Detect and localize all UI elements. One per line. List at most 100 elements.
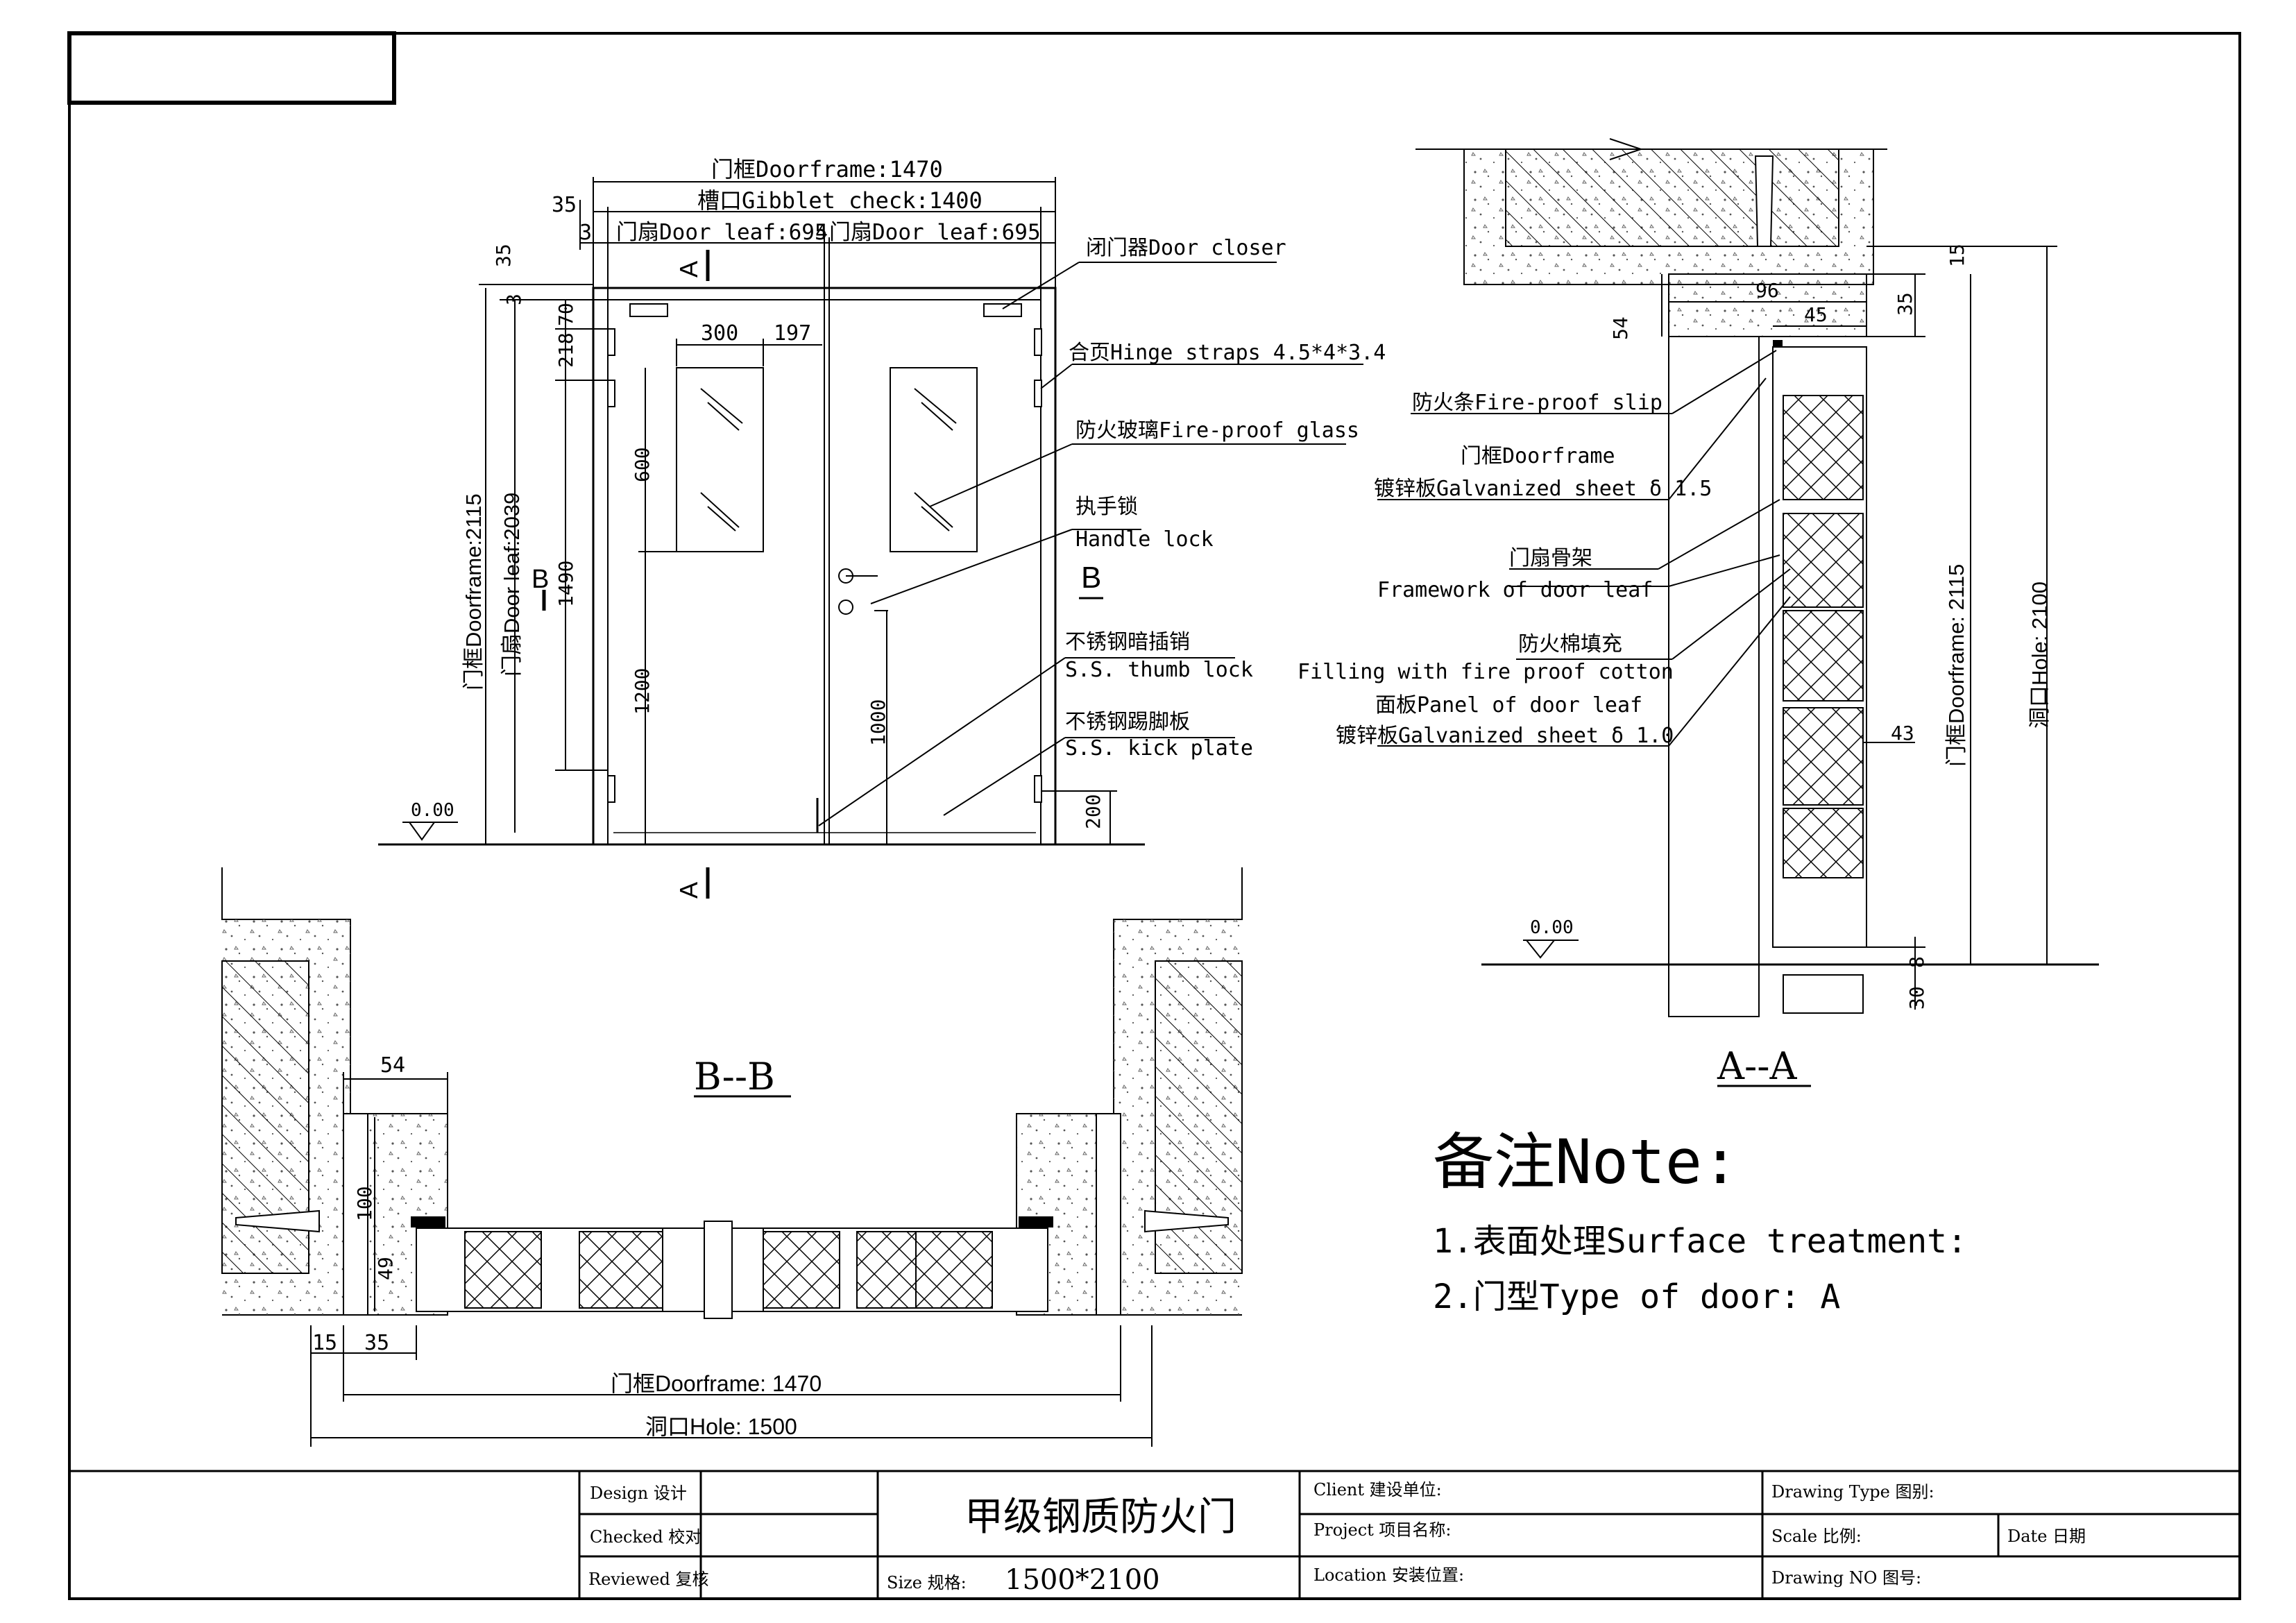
aa-dim-43: 43 [1891, 722, 1914, 745]
dim-1000: 1000 [867, 699, 890, 746]
callout-kick-plate-cn: 不锈钢踢脚板 [1065, 710, 1190, 734]
dim-35-vertical: 35 [492, 244, 515, 267]
callout-thumb-lock-en: S.S. thumb lock [1065, 658, 1253, 682]
aa-level-label: 0.00 [1530, 917, 1574, 938]
notes-item-1: 1.表面处理Surface treatment: [1433, 1222, 1967, 1261]
callout-hinge-straps: 合页Hinge straps 4.5*4*3.4 [1069, 341, 1386, 365]
callout-leaders [818, 262, 1363, 826]
elevation-v-dims [479, 284, 1117, 844]
aa-callout-framework-cn: 门扇骨架 [1509, 546, 1592, 570]
section-mark-b-right: B [1081, 561, 1101, 595]
aa-callout-galv-15: 镀锌板Galvanized sheet δ 1.5 [1374, 477, 1712, 501]
bb-dim-35: 35 [364, 1331, 389, 1355]
tb-checked: Checked 校对 [590, 1527, 701, 1547]
bb-dim-doorframe: 门框Doorframe: 1470 [611, 1371, 822, 1396]
dim-218: 218 [554, 332, 577, 368]
tb-drawing-no: Drawing NO 图号: [1771, 1568, 1921, 1588]
aa-callout-framework-en: Framework of door leaf [1377, 578, 1653, 602]
dim-leaf-left: 门扇Door leaf:695 [616, 220, 828, 245]
dim-70: 70 [554, 303, 577, 326]
dim-gap-3: 3 [579, 221, 592, 245]
elevation-view: 0.00 门框Doorframe:1470 槽口Gibblet check:14… [378, 156, 1386, 899]
bb-dim-15: 15 [312, 1331, 337, 1355]
aa-dim-35: 35 [1894, 292, 1916, 316]
dim-leaf-right: 门扇Door leaf:695 [829, 220, 1041, 245]
aa-dim-54: 54 [1609, 316, 1632, 340]
tb-drawing-type: Drawing Type 图别: [1771, 1482, 1934, 1502]
hinges [607, 328, 1042, 803]
dim-600: 600 [631, 447, 654, 482]
handle-lock [838, 568, 878, 615]
dim-3-vertical: 3 [502, 294, 525, 305]
callout-thumb-lock-cn: 不锈钢暗插销 [1065, 630, 1190, 654]
door-closer-left [629, 303, 668, 317]
section-bb-view: 54 100 49 15 35 门框Doorframe: 1470 洞口Hole… [221, 867, 1243, 1447]
aa-callout-filling-cn: 防火棉填充 [1518, 632, 1622, 656]
callout-fire-glass: 防火玻璃Fire-proof glass [1075, 418, 1359, 443]
section-mark-b-left: B [532, 565, 549, 594]
tb-reviewed: Reviewed 复核 [588, 1570, 708, 1589]
aa-dim-8: 8 [1905, 956, 1928, 968]
dim-1200: 1200 [631, 668, 654, 715]
dim-300: 300 [701, 321, 738, 346]
level-mark-elevation: 0.00 [402, 800, 458, 841]
dim-200: 200 [1082, 794, 1105, 829]
fire-proof-glass [676, 367, 978, 552]
aa-callout-doorframe: 门框Doorframe [1461, 444, 1615, 468]
notes: 备注Note: 1.表面处理Surface treatment: 2.门型Typ… [1433, 1126, 1967, 1316]
tb-size-value: 1500*2100 [1005, 1564, 1160, 1596]
dim-gibblet-check: 槽口Gibblet check:1400 [697, 187, 983, 214]
tb-project-title: 甲级钢质防火门 [964, 1495, 1236, 1538]
section-bb-title: B--B [694, 1055, 775, 1098]
level-mark-aa: 0.00 [1523, 917, 1579, 959]
aa-dim-30: 30 [1905, 986, 1928, 1010]
aa-callout-filling-en: Filling with fire proof cotton [1298, 660, 1674, 684]
aa-dim-hole: 洞口Hole: 2100 [2027, 581, 2052, 729]
callout-door-closer: 闭门器Door closer [1086, 236, 1286, 260]
section-mark-a-bottom: A [674, 882, 703, 899]
section-marks [542, 250, 710, 899]
title-block: Design 设计 Checked 校对 Reviewed 复核 甲级钢质防火门… [69, 1470, 2240, 1599]
section-aa-title: A--A [1717, 1044, 1797, 1088]
bb-dim-54: 54 [380, 1053, 405, 1078]
bb-dim-100: 100 [353, 1186, 376, 1221]
callout-handle-lock-en: Handle lock [1075, 527, 1214, 552]
aa-dim-45: 45 [1804, 303, 1828, 326]
tb-date: Date 日期 [2007, 1527, 2086, 1546]
dim-1490: 1490 [554, 561, 577, 607]
dim-gap-4: 4 [815, 221, 828, 245]
aa-callout-panel: 面板Panel of door leaf [1375, 693, 1642, 717]
dim-height-doorframe: 门框Doorframe:2115 [461, 493, 486, 690]
tb-design: Design 设计 [590, 1484, 687, 1503]
callout-handle-lock-cn: 执手锁 [1075, 495, 1138, 519]
section-aa-view: 0.00 96 45 54 35 15 43 8 30 门框Doorframe:… [1298, 138, 2099, 1088]
notes-title: 备注Note: [1433, 1126, 1739, 1198]
aa-dim-doorframe: 门框Doorframe: 2115 [1944, 564, 1968, 767]
tb-size-label: Size 规格: [887, 1573, 967, 1592]
aa-callout-leaders [1377, 350, 1791, 747]
dim-height-leaf: 门扇Door leaf:2039 [500, 493, 524, 677]
bb-dim-hole: 洞口Hole: 1500 [645, 1414, 797, 1439]
tb-scale: Scale 比例: [1771, 1527, 1862, 1546]
tb-location: Location 安装位置: [1313, 1565, 1464, 1585]
bb-dim-49: 49 [374, 1257, 397, 1280]
elevation-h-dims [579, 177, 1056, 366]
section-bb-dims [310, 1072, 1153, 1447]
tb-client: Client 建设单位: [1313, 1480, 1442, 1499]
door-closer-right [983, 303, 1022, 317]
dim-35-top: 35 [552, 193, 577, 217]
aa-callout-galv-10: 镀锌板Galvanized sheet δ 1.0 [1336, 724, 1674, 748]
tb-project: Project 项目名称: [1313, 1520, 1452, 1540]
section-mark-a-top: A [674, 261, 703, 278]
aa-dim-96: 96 [1755, 279, 1779, 302]
level-label: 0.00 [411, 800, 454, 821]
sheet-border [67, 31, 2241, 1600]
aa-callout-fire-slip: 防火条Fire-proof slip [1412, 391, 1663, 415]
dim-197: 197 [774, 321, 811, 346]
notes-item-2: 2.门型Type of door: A [1433, 1277, 1840, 1316]
callout-kick-plate-en: S.S. kick plate [1065, 736, 1253, 760]
dim-doorframe-width: 门框Doorframe:1470 [711, 156, 943, 182]
section-aa-dims [1661, 246, 2057, 1010]
aa-dim-15: 15 [1946, 244, 1968, 267]
